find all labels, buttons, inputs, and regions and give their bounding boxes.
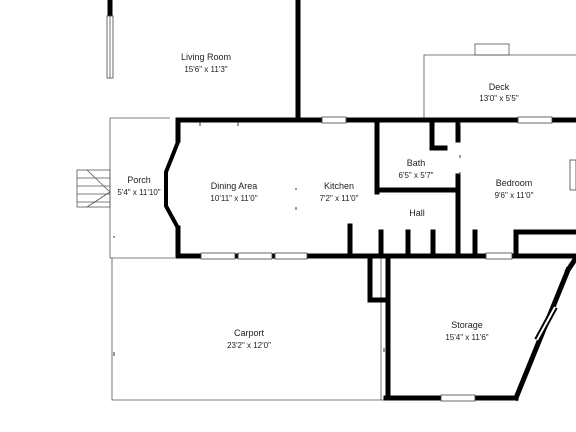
room-name: Dining Area [211, 181, 258, 191]
room-dimensions: 13'0" x 5'5" [479, 94, 519, 103]
room-name: Deck [489, 82, 510, 92]
room-hall: Hall [409, 208, 425, 218]
room-name: Storage [451, 320, 483, 330]
room-name: Kitchen [324, 181, 354, 191]
room-name: Porch [127, 175, 151, 185]
room-deck: Deck 13'0" x 5'5" [479, 82, 519, 103]
room-name: Living Room [181, 52, 231, 62]
room-carport: Carport 23'2" x 12'0" [227, 328, 271, 350]
room-dimensions: 7'2" x 11'0" [320, 194, 359, 203]
thin-outlines [76, 43, 576, 401]
walls [107, 0, 576, 402]
room-name: Carport [234, 328, 265, 338]
room-name: Bath [407, 158, 426, 168]
room-name: Bedroom [496, 178, 533, 188]
porch-bay [161, 141, 180, 229]
room-dimensions: 15'4" x 11'6" [445, 333, 488, 342]
room-dimensions: 5'4" x 11'10" [117, 188, 160, 197]
room-dining-area: Dining Area 10'11" x 11'0" [210, 181, 257, 203]
room-bedroom: Bedroom 9'6" x 11'0" [495, 178, 534, 200]
tick-marks [113, 122, 461, 356]
room-dimensions: 15'6" x 11'3" [184, 65, 227, 74]
room-dimensions: 6'5" x 5'7" [399, 171, 434, 180]
room-kitchen: Kitchen 7'2" x 11'0" [320, 181, 359, 203]
room-name: Hall [409, 208, 425, 218]
room-bath: Bath 6'5" x 5'7" [399, 158, 434, 180]
windows [106, 15, 576, 402]
room-living-room: Living Room 15'6" x 11'3" [181, 52, 231, 74]
room-dimensions: 23'2" x 12'0" [227, 341, 271, 350]
room-dimensions: 10'11" x 11'0" [210, 194, 257, 203]
room-dimensions: 9'6" x 11'0" [495, 191, 534, 200]
room-porch: Porch 5'4" x 11'10" [117, 175, 160, 197]
room-storage: Storage 15'4" x 11'6" [445, 320, 488, 342]
